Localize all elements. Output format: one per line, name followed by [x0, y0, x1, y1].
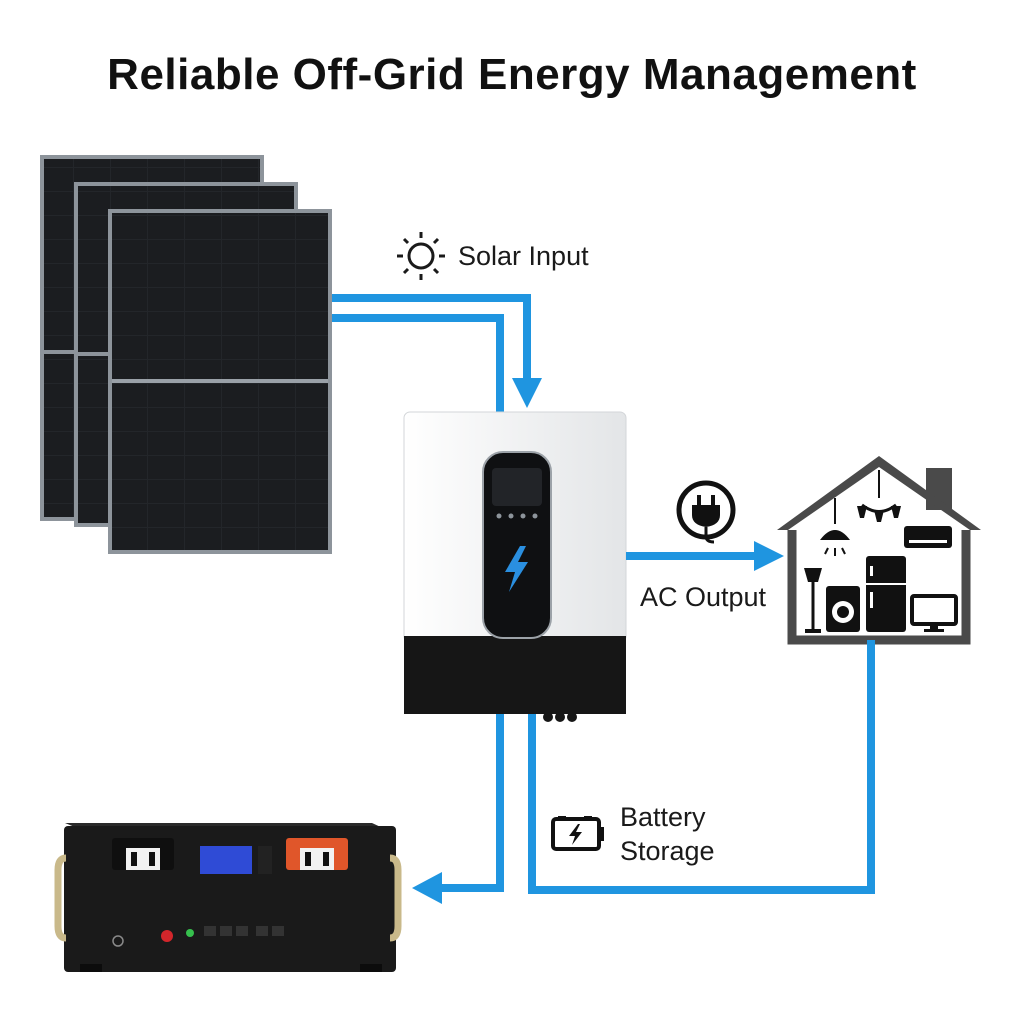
ac-output-flow	[626, 541, 784, 571]
battery-handle-left	[54, 854, 67, 942]
air-conditioner	[904, 526, 952, 548]
positive-terminal	[286, 838, 348, 870]
refrigerator	[866, 556, 906, 632]
solar-input-flow	[332, 294, 542, 414]
battery-unit	[54, 823, 402, 972]
diagram-title: Reliable Off-Grid Energy Management	[107, 50, 917, 99]
ceiling-lamp	[820, 498, 850, 556]
battery-logo	[112, 935, 124, 947]
ac-output-label: AC Output	[640, 582, 767, 612]
solar-panel-front	[108, 209, 332, 554]
battery-green-indicator	[186, 929, 194, 937]
plug-icon	[676, 480, 736, 544]
ac-flow-arrowhead	[754, 541, 784, 571]
battery-storage-flow	[412, 640, 875, 904]
battery-buttons	[258, 846, 272, 874]
solar-input-label: Solar Input	[458, 241, 589, 271]
chandelier	[857, 470, 901, 522]
washing-machine	[826, 586, 860, 632]
sun-icon	[397, 232, 445, 280]
house	[777, 456, 981, 645]
inverter	[403, 411, 627, 722]
lightning-bolt-icon	[505, 546, 528, 592]
floor-lamp	[804, 568, 822, 633]
battery-handle-right	[389, 854, 402, 942]
battery-lcd	[200, 846, 252, 874]
battery-icon	[551, 816, 604, 851]
negative-terminal	[112, 838, 174, 870]
battery-red-indicator	[161, 930, 173, 942]
inverter-screen	[492, 468, 542, 506]
battery-flow-arrowhead	[412, 872, 442, 904]
television	[910, 594, 958, 632]
solar-panels	[40, 155, 332, 554]
battery-storage-label: Battery Storage	[620, 802, 715, 866]
solar-flow-arrowhead	[512, 378, 542, 408]
